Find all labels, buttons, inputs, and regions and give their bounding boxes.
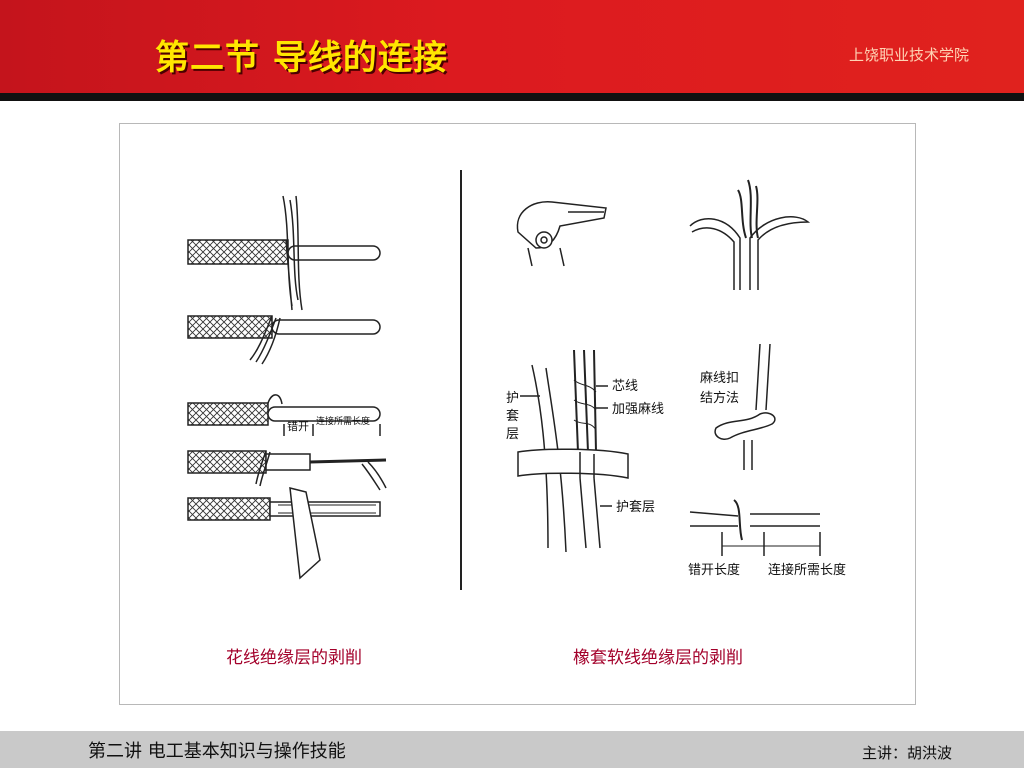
joint-knot <box>733 499 743 541</box>
strands-1 <box>282 195 303 311</box>
label-stagger-left: 错开 <box>287 419 309 433</box>
knife-top <box>516 201 607 249</box>
inner-wire-1 <box>287 245 381 261</box>
figure-divider <box>460 170 462 590</box>
page-title: 第二节 导线的连接 <box>155 38 448 78</box>
lecturer-name: 主讲：胡洪波 <box>862 744 953 762</box>
braided-cord-4 <box>187 450 267 474</box>
strands-top <box>737 179 759 239</box>
label-sheath-v3: 层 <box>506 427 519 442</box>
inner-wire-3 <box>267 406 381 422</box>
knife-blade <box>289 487 321 580</box>
cable-end <box>535 231 553 249</box>
braided-cord-3 <box>187 402 269 426</box>
lecture-title: 第二讲 电工基本知识与操作技能 <box>88 741 346 762</box>
joint-wires <box>689 511 820 527</box>
school-name: 上饶职业技术学院 <box>848 46 969 64</box>
right-figure <box>516 179 821 556</box>
label-knot-2: 结方法 <box>700 390 739 406</box>
header-underline <box>0 93 1024 101</box>
strands-2 <box>249 315 281 365</box>
braided-cord-2 <box>187 315 273 339</box>
label-sheath-v2: 套 <box>506 408 519 424</box>
cable-collar <box>517 448 629 479</box>
knot-wires <box>743 343 771 470</box>
sheath-layers <box>531 364 567 553</box>
caption-left: 花线绝缘层的剥削 <box>226 648 362 668</box>
label-knot-1: 麻线扣 <box>700 371 739 386</box>
braided-cord-1 <box>187 239 289 265</box>
caption-right: 橡套软线绝缘层的剥削 <box>573 648 743 668</box>
header-banner <box>0 0 1024 96</box>
label-length-right: 连接所需长度 <box>768 562 846 578</box>
split-sheath <box>689 216 811 290</box>
bare-wire-5 <box>269 501 381 517</box>
label-stagger-length: 错开长度 <box>688 562 740 578</box>
label-length-left: 连接所需长度 <box>316 415 370 427</box>
hemp-knot <box>714 412 776 440</box>
label-hemp: 加强麻线 <box>612 402 664 417</box>
left-figure <box>187 195 387 580</box>
core-wires <box>573 349 597 453</box>
footer-bar <box>0 731 1024 768</box>
label-core: 芯线 <box>612 379 638 394</box>
label-sheath: 护套层 <box>616 499 655 515</box>
braided-cord-5 <box>187 497 271 521</box>
label-sheath-v1: 护 <box>506 391 519 406</box>
cut-strands-4 <box>255 450 387 491</box>
inner-insulation-4 <box>265 453 311 471</box>
inner-wire-2 <box>271 319 381 335</box>
bare-conductor-4 <box>309 458 387 464</box>
folded-braid-3 <box>267 394 283 405</box>
